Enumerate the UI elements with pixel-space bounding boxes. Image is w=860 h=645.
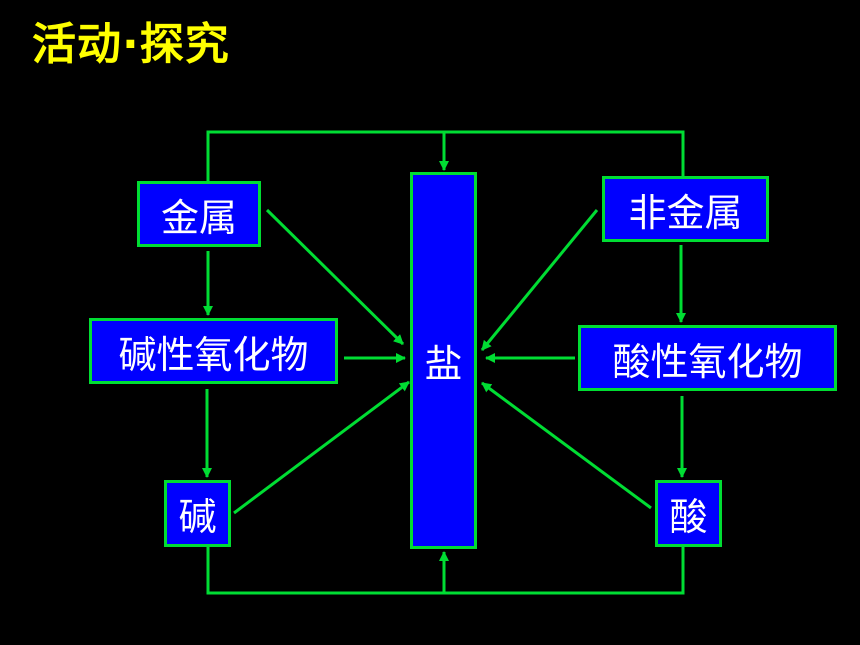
arrow-acid-to-salt xyxy=(481,381,652,510)
arrow-base-to-salt xyxy=(233,380,410,515)
node-base: 碱 xyxy=(164,480,231,547)
arrow-metal-to-salt xyxy=(265,208,405,346)
node-salt: 盐 xyxy=(410,172,477,549)
arrow-nonmetal-to-salt xyxy=(480,209,599,351)
node-metal: 金属 xyxy=(137,181,261,247)
node-acid: 酸 xyxy=(655,480,722,547)
node-basic-oxide: 碱性氧化物 xyxy=(89,318,338,384)
node-acidic-oxide: 酸性氧化物 xyxy=(578,325,837,391)
node-nonmetal: 非金属 xyxy=(602,176,769,242)
slide-title: 活动·探究 xyxy=(32,19,230,70)
